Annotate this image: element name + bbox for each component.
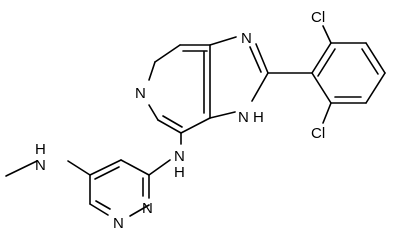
bond-phenyl-3-inner: [361, 48, 379, 75]
atom-pyrimidine-n-bottom: N: [113, 215, 124, 232]
atom-cl-bottom: Cl: [311, 125, 325, 142]
bond-amine-down: [148, 159, 171, 176]
atom-methylamine-h: H: [35, 141, 46, 158]
bond-pyrim-5: [129, 204, 150, 217]
bond-cl-top: [322, 25, 332, 44]
bond-cl-bottom: [322, 102, 332, 124]
bond-phenyl-3: [365, 42, 386, 74]
bond-pyrim-2: [89, 159, 122, 176]
bond-pyridine-3: [148, 61, 156, 81]
atom-labels-group: N N H N N H H N N N Cl Cl: [35, 9, 325, 232]
atom-cl-top: Cl: [311, 9, 325, 26]
atom-imidazole-nh: N: [238, 109, 249, 126]
bond-phenyl-1-inner: [317, 48, 336, 77]
bonds-group: [5, 25, 386, 217]
atom-imidazole-h: H: [253, 109, 264, 126]
bond-methylamine-n: [67, 160, 91, 176]
bond-imid-3: [251, 72, 269, 102]
bond-phenyl-1: [311, 42, 332, 74]
bond-imid-2: [255, 43, 269, 74]
atom-pyrimidine-n-right: N: [142, 200, 153, 217]
bond-pyrim-2-inner: [94, 166, 120, 180]
bond-imid-2-inner: [249, 46, 262, 73]
bond-methyl: [5, 160, 38, 177]
atom-amine-n: N: [174, 148, 185, 165]
bond-pyridine-4: [148, 104, 159, 121]
bond-imid-1: [209, 36, 237, 46]
bond-pyridine-2: [154, 44, 181, 63]
bond-pyrim-4-inner: [95, 200, 111, 210]
bond-phenyl-4: [365, 72, 386, 104]
bond-pyridine-5: [157, 119, 182, 134]
bond-pyridine-6: [180, 117, 211, 134]
bond-imid-4: [209, 111, 236, 119]
bond-phenyl-6: [311, 72, 332, 104]
atom-pyridine-n: N: [135, 85, 146, 102]
atom-amine-h: H: [174, 164, 185, 181]
bond-pyrim-1: [120, 159, 150, 176]
bond-pyridine-5-inner: [162, 115, 183, 128]
bond-pyrim-4: [89, 203, 109, 216]
atom-imidazole-n-top: N: [241, 30, 252, 47]
atom-methylamine-n: N: [35, 157, 46, 174]
